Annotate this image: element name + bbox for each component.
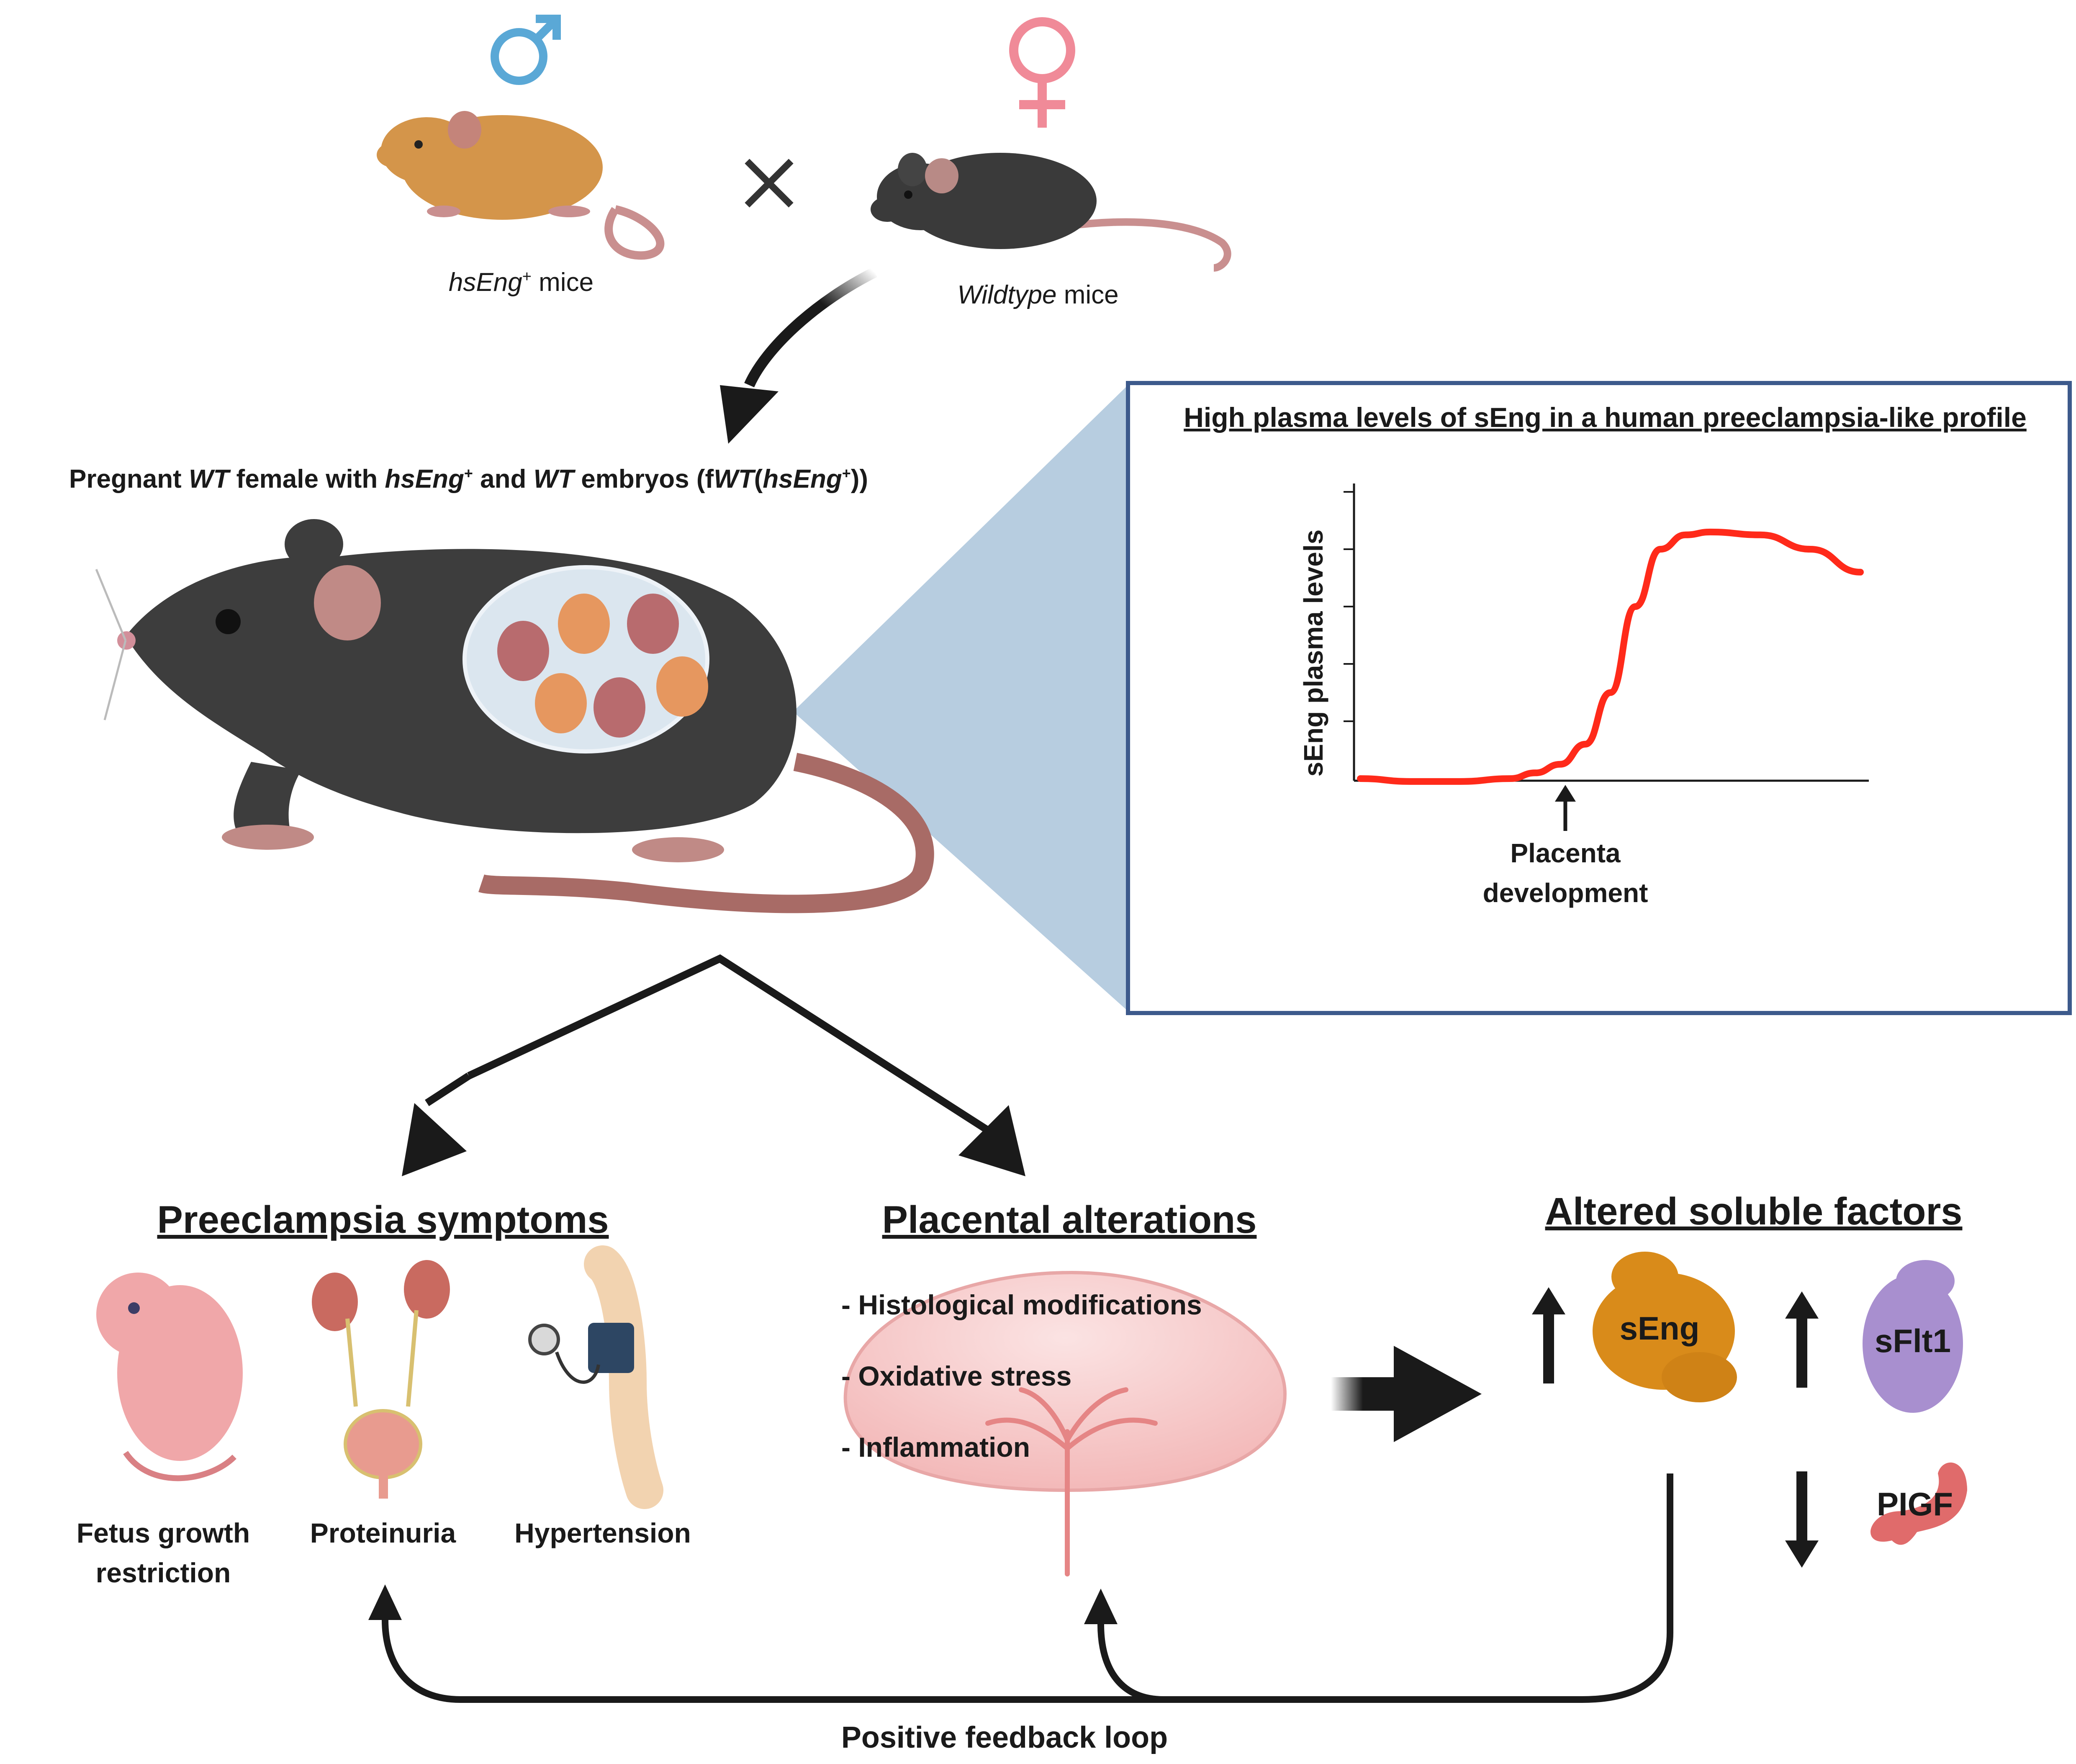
seng-up-arrow-icon [1532, 1287, 1565, 1383]
factors-heading: Altered soluble factors [1545, 1190, 1963, 1233]
pigf-protein-icon [1870, 1462, 1967, 1545]
embryo-wt [535, 673, 587, 733]
placenta-to-factors-arrow [1331, 1346, 1482, 1442]
feedback-loop-label: Positive feedback loop [841, 1721, 1168, 1754]
placenta-bullet-1: - Histological modifications [841, 1289, 1202, 1320]
fetus-label-1: Fetus growth [77, 1517, 250, 1548]
placenta-development-arrow [1554, 785, 1576, 831]
female-mouse-label: Wildtype mice [957, 280, 1118, 309]
wildtype-female-mouse-illustration [871, 153, 1231, 272]
y-axis-label: sEng plasma levels [1298, 530, 1328, 777]
pigf-label: PIGF [1877, 1486, 1953, 1522]
seng-curve [1357, 528, 1864, 785]
seng-protein-icon [1593, 1252, 1737, 1402]
seng-profile-chart: sEng plasma levels Placenta development [1298, 483, 1869, 908]
feedback-loop-arrow [368, 1473, 1673, 1703]
embryo-hseng [497, 621, 549, 681]
placenta-illustration [843, 1270, 1287, 1576]
embryo-hseng [594, 677, 645, 738]
embryo-wt [558, 594, 610, 654]
placenta-development-label-2: development [1483, 878, 1648, 908]
embryos [497, 594, 708, 738]
pregnant-female-label: Pregnant WT female with hsEng+ and WT em… [69, 465, 868, 494]
pigf-down-arrow-icon [1785, 1471, 1819, 1568]
male-mouse-label: hsEng+ mice [449, 268, 594, 297]
female-symbol-icon [1009, 17, 1075, 128]
sflt1-up-arrow-icon [1785, 1291, 1819, 1388]
symptoms-heading: Preeclampsia symptoms [157, 1198, 609, 1241]
profile-title: High plasma levels of sEng in a human pr… [1184, 402, 2027, 433]
male-symbol-icon [491, 15, 561, 85]
embryo-wt [656, 656, 708, 717]
placenta-bullet-3: - Inflammation [841, 1432, 1030, 1463]
placenta-bullet-2: - Oxidative stress [841, 1360, 1071, 1391]
fetus-icon [96, 1273, 243, 1481]
blood-pressure-arm-icon [528, 1245, 663, 1509]
placenta-heading: Placental alterations [882, 1198, 1257, 1241]
hseng-male-mouse-illustration [377, 111, 665, 260]
profile-panel [1126, 381, 2072, 1015]
embryo-hseng [627, 594, 679, 654]
proteinuria-label: Proteinuria [310, 1517, 457, 1548]
branch-arrows [402, 954, 1025, 1176]
hypertension-label: Hypertension [514, 1517, 691, 1548]
sflt1-label: sFlt1 [1875, 1322, 1951, 1359]
cross-icon [745, 159, 794, 208]
fetus-label-2: restriction [96, 1557, 231, 1588]
sflt1-protein-icon [1863, 1260, 1963, 1413]
kidney-icon [312, 1260, 450, 1499]
seng-label: sEng [1620, 1310, 1700, 1347]
placenta-development-label-1: Placenta [1510, 838, 1621, 868]
zoom-wedge [793, 383, 1130, 1013]
cross-to-pregnant-arrow [720, 267, 877, 444]
